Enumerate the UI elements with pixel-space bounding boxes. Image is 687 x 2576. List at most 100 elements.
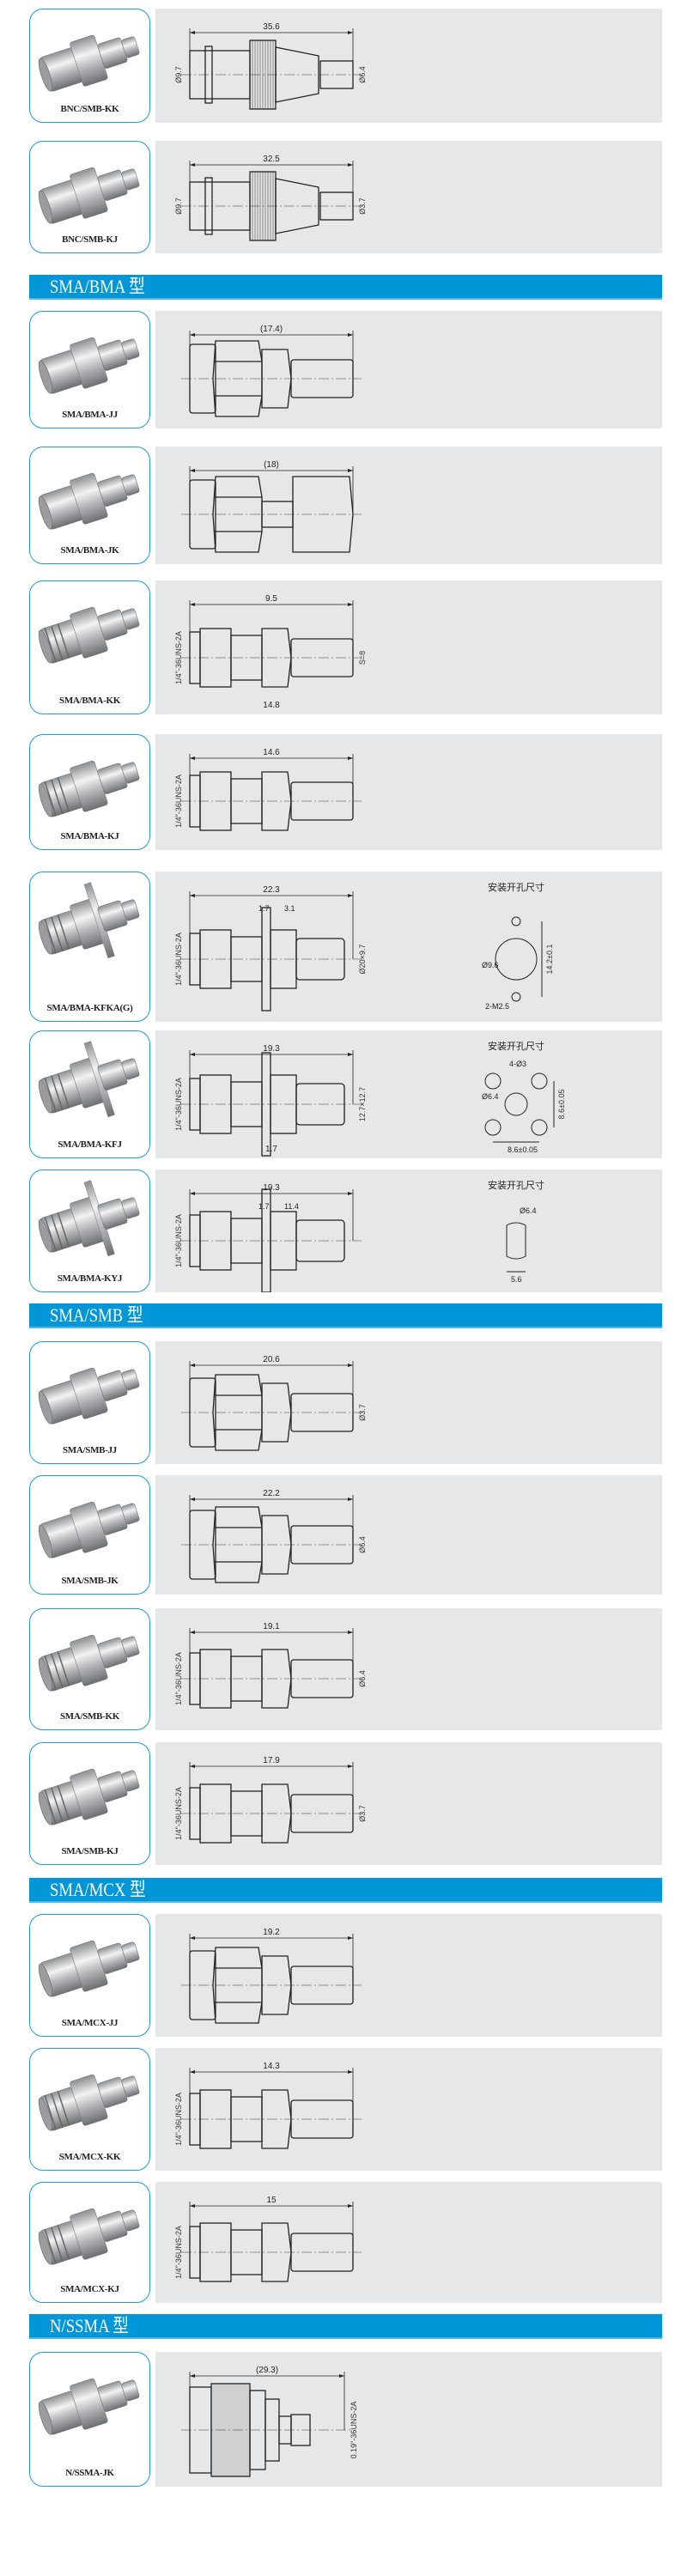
- model-label: SMA/SMB-JK: [61, 1576, 119, 1586]
- product-photo-card[interactable]: SMA/MCX-KJ: [29, 2182, 150, 2303]
- dim-right: Ø6.4: [358, 1670, 367, 1687]
- dimension-drawing: (17.4): [181, 325, 362, 417]
- hole-title: 安装开孔尺寸: [488, 881, 544, 893]
- section-title: N/SSMA 型: [50, 2315, 129, 2336]
- product-photo-card[interactable]: SMA/MCX-KK: [29, 2048, 150, 2171]
- drawing-panel: [155, 580, 662, 714]
- dim-top: 22.2: [263, 1489, 280, 1498]
- product-photo-card[interactable]: BNC/SMB-KJ: [29, 141, 150, 253]
- connector-photo: [38, 2074, 140, 2131]
- dimension-drawing: (18): [181, 460, 362, 553]
- model-label: SMA/BMA-JJ: [62, 410, 118, 420]
- product-photo-card[interactable]: SMA/MCX-JJ: [29, 1914, 150, 2037]
- connector-photo: [38, 34, 140, 92]
- drawing-panel: [155, 447, 662, 564]
- product-row: SMA/BMA-JK (18): [29, 447, 662, 564]
- dim-right: Ø6.4: [358, 1536, 367, 1553]
- model-label: SMA/MCX-KK: [58, 2152, 121, 2162]
- drawing-panel: [155, 872, 662, 1022]
- dim-right: S=8: [358, 651, 367, 665]
- dim-sub2: 11.4: [284, 1202, 299, 1211]
- hole-dim-label: 14.2±0.1: [545, 945, 554, 975]
- dim-right: Ø20×9.7: [358, 945, 367, 975]
- section-title: SMA/MCX 型: [50, 1879, 146, 1900]
- hole-dim-label: Ø6.4: [520, 1206, 537, 1215]
- product-photo-card[interactable]: N/SSMA-JK: [29, 2352, 150, 2487]
- product-photo-card[interactable]: SMA/SMB-JK: [29, 1475, 150, 1595]
- drawing-panel: [155, 1170, 662, 1292]
- product-photo-card[interactable]: SMA/SMB-KJ: [29, 1742, 150, 1865]
- dim-sub1: 1.7: [258, 1202, 270, 1211]
- dim-left: 1/4"-36UNS-2A: [174, 933, 183, 986]
- dim-left: 1/4"-36UNS-2A: [174, 2226, 183, 2279]
- hole-dim-label: 8.6±0.05: [508, 1145, 538, 1154]
- product-photo-card[interactable]: SMA/BMA-KK: [29, 580, 150, 714]
- drawing-area: (17.4): [155, 311, 636, 433]
- drawing-area: 14.6 1/4"-36UNS-2A: [155, 734, 636, 854]
- drawing-panel: [155, 141, 662, 253]
- drawing-panel: [155, 311, 662, 428]
- product-photo-card[interactable]: SMA/SMB-JJ: [29, 1341, 150, 1464]
- drawing-area: (18): [155, 447, 636, 568]
- product-row: SMA/BMA-KJ 14.6 1/4"-36UNS-2A: [29, 734, 662, 850]
- model-label: SMA/MCX-JJ: [61, 2018, 119, 2028]
- dim-left: 1/4"-36UNS-2A: [174, 2093, 183, 2146]
- model-label: BNC/SMB-KK: [60, 104, 119, 114]
- section-header: SMA/SMB 型: [29, 1303, 662, 1328]
- connector-photo: [38, 1367, 140, 1425]
- connector-photo: [38, 472, 140, 530]
- product-photo-card[interactable]: SMA/BMA-KFKA(G): [29, 872, 150, 1022]
- model-label: SMA/SMB-JJ: [62, 1445, 117, 1455]
- connector-photo: [38, 1940, 140, 1997]
- dim-bottom: 14.8: [263, 701, 280, 710]
- dim-right: Ø3.7: [358, 1404, 367, 1421]
- section-title: SMA/BMA 型: [50, 276, 145, 297]
- dimension-drawing: 14.6 1/4"-36UNS-2A: [174, 748, 362, 831]
- dimension-drawing: 19.2: [181, 1928, 362, 2024]
- product-photo-card[interactable]: SMA/BMA-JJ: [29, 311, 150, 428]
- product-photo-card[interactable]: SMA/BMA-JK: [29, 447, 150, 564]
- dim-right: 12.7×12.7: [358, 1087, 367, 1121]
- dim-top: (29.3): [256, 2366, 278, 2375]
- hole-dim-label: 4-Ø3: [509, 1060, 526, 1068]
- dim-top: 14.6: [263, 748, 280, 757]
- product-photo-card[interactable]: SMA/SMB-KK: [29, 1608, 150, 1730]
- hole-title: 安装开孔尺寸: [488, 1179, 544, 1191]
- drawing-panel: [155, 1742, 662, 1865]
- dim-left: 1/4"-36UNS-2A: [174, 1214, 183, 1267]
- drawing-panel: [155, 2182, 662, 2303]
- dimension-drawing: 22.2Ø6.4: [181, 1489, 367, 1583]
- dim-top: 19.2: [263, 1928, 280, 1937]
- dim-left: 1/4"-36UNS-2A: [174, 1652, 183, 1705]
- product-photo-card[interactable]: SMA/BMA-KJ: [29, 734, 150, 850]
- model-label: SMA/SMB-KJ: [61, 1846, 119, 1856]
- section-header: SMA/BMA 型: [29, 275, 662, 300]
- hole-dim-label: 5.6: [511, 1275, 522, 1284]
- dim-top: (18): [264, 460, 279, 470]
- dim-sub1: 1.7: [258, 904, 270, 913]
- connector-photo: [38, 1634, 140, 1692]
- section-header: SMA/MCX 型: [29, 1878, 662, 1903]
- connector-photo: [38, 882, 140, 958]
- drawing-panel: [155, 1341, 662, 1464]
- product-photo-card[interactable]: SMA/BMA-KYJ: [29, 1170, 150, 1292]
- connector-photo: [38, 1180, 140, 1256]
- dim-left: 1/4"-36UNS-2A: [174, 775, 183, 828]
- connector-photo: [38, 1041, 140, 1117]
- dim-right: 0.19"-36UNS-2A: [350, 2402, 358, 2459]
- product-photo-card[interactable]: SMA/BMA-KFJ: [29, 1030, 150, 1158]
- product-photo-card[interactable]: BNC/SMB-KK: [29, 9, 150, 123]
- dim-right: Ø3.7: [358, 197, 367, 215]
- dim-sub2: 3.1: [284, 904, 295, 913]
